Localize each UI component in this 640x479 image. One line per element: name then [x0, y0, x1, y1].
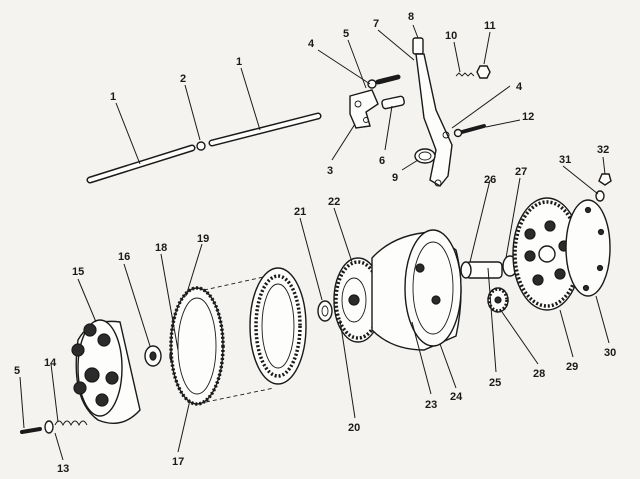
friction-plate-outer	[169, 286, 225, 406]
callout-12: 12	[522, 111, 534, 123]
backing-plate	[565, 199, 611, 297]
callout-29: 29	[566, 361, 578, 373]
plate-bolt	[20, 427, 42, 434]
callout-23: 23	[425, 399, 437, 411]
plate-stack-hint	[203, 275, 275, 403]
bolt-right	[453, 124, 486, 138]
nut-small	[476, 65, 491, 79]
clutch-lever	[412, 37, 453, 187]
callout-10: 10	[445, 30, 457, 42]
callout-4-right: 4	[516, 81, 523, 93]
bolt-small	[367, 74, 401, 89]
callout-3: 3	[327, 165, 333, 177]
clutch-spring	[54, 420, 88, 427]
callout-4-top: 4	[308, 38, 315, 50]
gear-bolt	[598, 173, 612, 186]
callout-28: 28	[533, 368, 545, 380]
callout-21: 21	[294, 206, 306, 218]
callout-11: 11	[484, 20, 496, 32]
callout-26: 26	[484, 174, 496, 186]
callout-19: 19	[197, 233, 209, 245]
callout-14: 14	[44, 357, 57, 369]
callout-20: 20	[348, 422, 360, 434]
callout-9: 9	[392, 172, 398, 184]
friction-plate-inner	[249, 267, 307, 385]
needle-bearing	[414, 148, 436, 164]
pushrod-left	[86, 144, 196, 184]
sleeve-pin	[381, 95, 405, 110]
spring-cup	[44, 420, 54, 434]
callout-6: 6	[379, 155, 385, 167]
spring-small	[455, 72, 475, 77]
gear-small	[487, 287, 509, 313]
thrust-washer	[317, 300, 333, 322]
callout-16: 16	[118, 251, 130, 263]
pushrod-right	[208, 112, 322, 147]
callout-15: 15	[72, 266, 84, 278]
callout-25: 25	[489, 377, 501, 389]
callout-22: 22	[328, 196, 340, 208]
callout-31: 31	[559, 154, 571, 166]
shaft-sleeve	[460, 261, 503, 279]
callout-1-right: 1	[236, 56, 242, 68]
callout-1-left: 1	[110, 91, 116, 103]
callout-2: 2	[180, 73, 186, 85]
callout-27: 27	[515, 166, 527, 178]
callout-18: 18	[155, 242, 167, 254]
lever-bracket	[349, 89, 379, 129]
callout-8: 8	[408, 11, 414, 23]
callout-32: 32	[597, 144, 609, 156]
callout-13: 13	[57, 463, 69, 475]
ball-bearing	[196, 141, 206, 151]
leader-lines	[19, 24, 610, 461]
callout-5-bottom: 5	[14, 365, 20, 377]
locking-washer	[595, 190, 605, 202]
callout-17: 17	[172, 456, 184, 468]
release-bearing	[144, 345, 162, 367]
callout-30: 30	[604, 347, 616, 359]
pressure-plate	[71, 319, 141, 424]
callout-7: 7	[373, 18, 379, 30]
callout-24: 24	[450, 391, 463, 403]
clutch-drum	[371, 229, 462, 351]
callout-5-top: 5	[343, 28, 349, 40]
